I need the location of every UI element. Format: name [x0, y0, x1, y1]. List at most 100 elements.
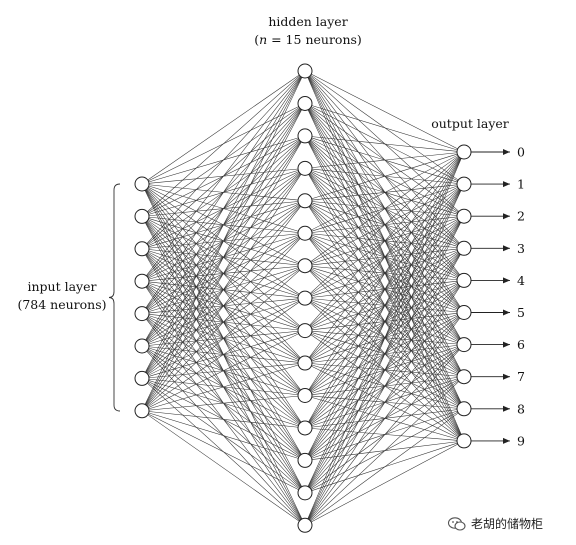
hidden-neuron — [297, 63, 313, 79]
edge-hidden-output — [307, 158, 462, 487]
edge-input-hidden — [145, 109, 302, 405]
output-arrows — [471, 149, 510, 444]
hidden-neuron — [297, 323, 313, 339]
hidden-neuron — [297, 128, 313, 144]
edge-hidden-output — [311, 136, 458, 152]
wechat-icon — [447, 516, 466, 531]
edge-hidden-output — [308, 286, 461, 520]
edge-input-hidden — [145, 174, 302, 406]
output-digit-label: 2 — [517, 209, 525, 224]
output-digit-label: 6 — [517, 337, 525, 352]
watermark: 老胡的储物柜 — [447, 515, 543, 532]
hidden-neuron — [297, 452, 313, 468]
input-neuron — [134, 208, 150, 224]
hidden-neuron — [297, 193, 313, 209]
edge-input-hidden — [148, 411, 299, 428]
output-neuron — [456, 240, 472, 256]
edge-input-hidden — [147, 75, 300, 212]
edge-input-hidden — [145, 76, 302, 308]
edge-hidden-output — [308, 317, 461, 520]
edge-hidden-output — [308, 254, 461, 520]
input-layer-title: input layer — [27, 279, 97, 294]
hidden-neuron — [297, 225, 313, 241]
input-neuron — [134, 370, 150, 386]
edge-input-hidden — [146, 206, 301, 406]
edge-hidden-output — [307, 158, 462, 455]
output-neuron — [456, 176, 472, 192]
neuron-nodes — [134, 63, 472, 533]
input-neuron — [134, 338, 150, 354]
edge-input-hidden — [146, 76, 301, 276]
edge-hidden-output — [308, 157, 461, 358]
edge-hidden-output — [310, 155, 459, 262]
input-layer-brace — [108, 183, 121, 412]
edge-input-hidden — [148, 413, 299, 490]
hidden-neuron — [297, 290, 313, 306]
input-neuron — [134, 241, 150, 257]
output-neuron — [456, 401, 472, 417]
hidden-layer-title: hidden layer — [268, 14, 348, 29]
watermark-text: 老胡的储物柜 — [471, 517, 544, 531]
input-neuron — [134, 273, 150, 289]
output-neuron — [456, 433, 472, 449]
edge-hidden-output — [311, 153, 458, 200]
output-digit-label: 0 — [517, 145, 525, 160]
edge-hidden-output — [310, 412, 459, 522]
brace-path — [108, 183, 121, 412]
edge-hidden-output — [309, 349, 460, 521]
output-neuron — [456, 305, 472, 320]
hidden-neuron — [297, 485, 313, 501]
hidden-neuron — [297, 258, 313, 274]
output-digit-label: 8 — [517, 401, 525, 416]
output-neuron — [456, 337, 472, 353]
output-digit-label: 7 — [517, 369, 525, 384]
hidden-neuron — [297, 388, 313, 403]
connection-lines — [144, 73, 462, 523]
edge-input-hidden — [145, 141, 302, 405]
output-digit-label: 3 — [517, 241, 525, 256]
edge-input-hidden — [146, 238, 301, 406]
hidden-eq: = 15 neurons) — [267, 32, 362, 47]
hidden-var: n — [259, 32, 268, 47]
hidden-prefix: ( — [254, 32, 260, 47]
hidden-neuron — [297, 160, 313, 176]
edge-input-hidden — [148, 364, 299, 410]
output-digit-label: 9 — [517, 433, 525, 448]
input-layer-count: (784 neurons) — [17, 297, 107, 312]
output-neuron — [456, 208, 472, 224]
edge-hidden-output — [307, 190, 462, 520]
edge-hidden-output — [307, 222, 462, 520]
output-neuron — [456, 369, 472, 385]
edge-hidden-output — [308, 157, 461, 390]
edge-hidden-output — [307, 158, 462, 519]
edge-hidden-output — [311, 73, 458, 150]
edge-input-hidden — [147, 270, 300, 407]
edge-input-hidden — [148, 333, 299, 408]
edge-hidden-output — [309, 157, 460, 326]
input-neuron — [134, 176, 150, 192]
input-neuron — [134, 403, 150, 419]
edge-hidden-output — [311, 105, 458, 151]
hidden-layer-count: (n = 15 neurons) — [228, 32, 388, 48]
edge-hidden-output — [309, 381, 460, 521]
edge-hidden-output — [311, 443, 458, 523]
edge-input-hidden — [147, 301, 300, 408]
edge-input-hidden — [146, 75, 301, 244]
output-neuron — [456, 272, 472, 288]
edge-input-hidden — [144, 77, 303, 405]
output-digit-label: 4 — [517, 273, 525, 288]
edge-hidden-output — [311, 152, 458, 168]
edge-hidden-output — [311, 154, 458, 231]
edge-input-hidden — [147, 74, 300, 181]
edge-input-hidden — [148, 412, 299, 459]
input-neuron — [134, 306, 150, 322]
edge-input-hidden — [145, 77, 302, 373]
output-layer-title: output layer — [431, 116, 509, 131]
output-digit-label: 5 — [517, 305, 525, 320]
edge-hidden-output — [308, 157, 461, 423]
hidden-neuron — [297, 517, 313, 533]
edge-input-hidden — [147, 414, 300, 522]
hidden-neuron — [297, 355, 313, 371]
